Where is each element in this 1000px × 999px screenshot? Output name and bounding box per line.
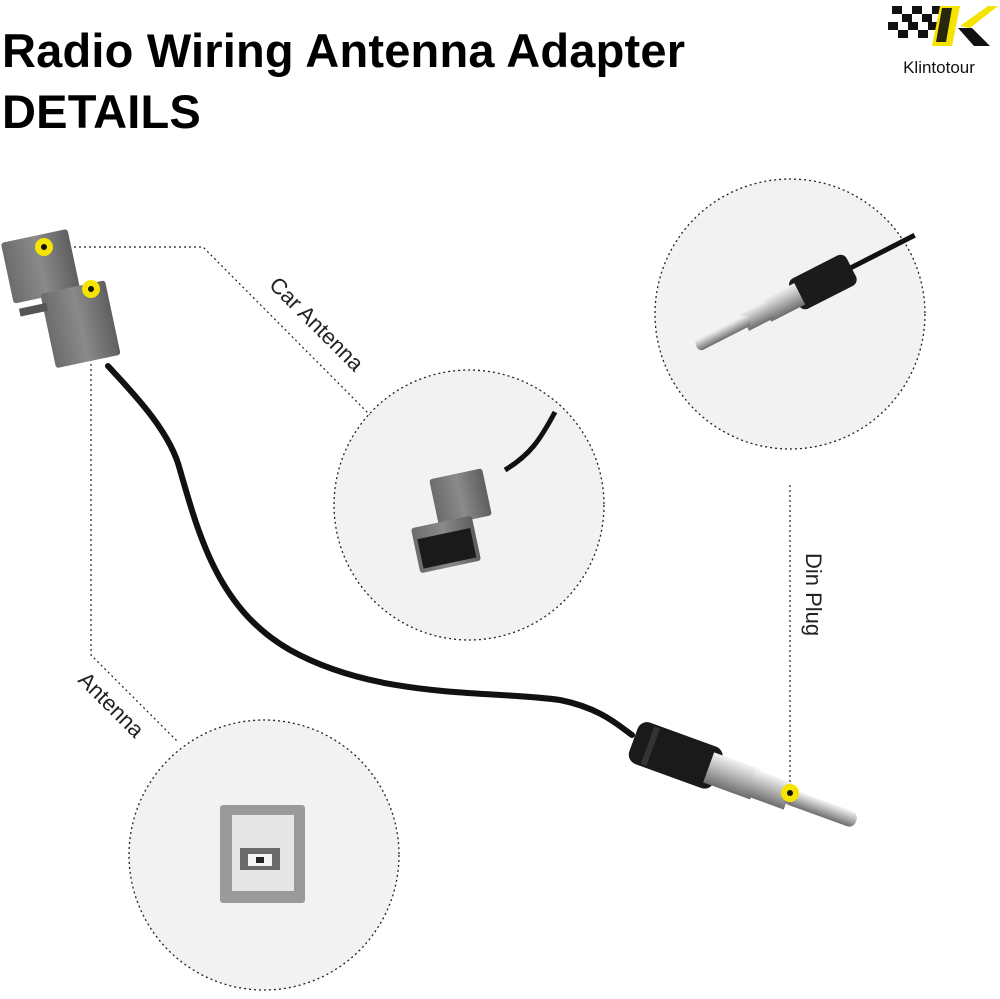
din-plug-label: Din Plug — [801, 553, 826, 636]
brand-name: Klintotour — [903, 58, 975, 77]
leader-lines — [44, 246, 791, 793]
checkered-flag-k-icon — [888, 6, 998, 46]
din-plug-detail-circle — [654, 178, 926, 450]
antenna-detail — [220, 805, 305, 903]
car-antenna-detail — [411, 410, 558, 573]
gray-connector — [1, 229, 121, 368]
page-subtitle: DETAILS — [2, 85, 201, 138]
antenna-cable — [105, 363, 635, 738]
brand-logo: Klintotour — [880, 2, 998, 80]
yellow-markers — [35, 238, 799, 802]
page-title: Radio Wiring Antenna Adapter — [2, 24, 686, 77]
car-antenna-label: Car Antenna — [264, 272, 369, 377]
din-plug — [628, 722, 857, 827]
antenna-label: Antenna — [73, 667, 149, 743]
din-plug-detail — [695, 233, 916, 351]
